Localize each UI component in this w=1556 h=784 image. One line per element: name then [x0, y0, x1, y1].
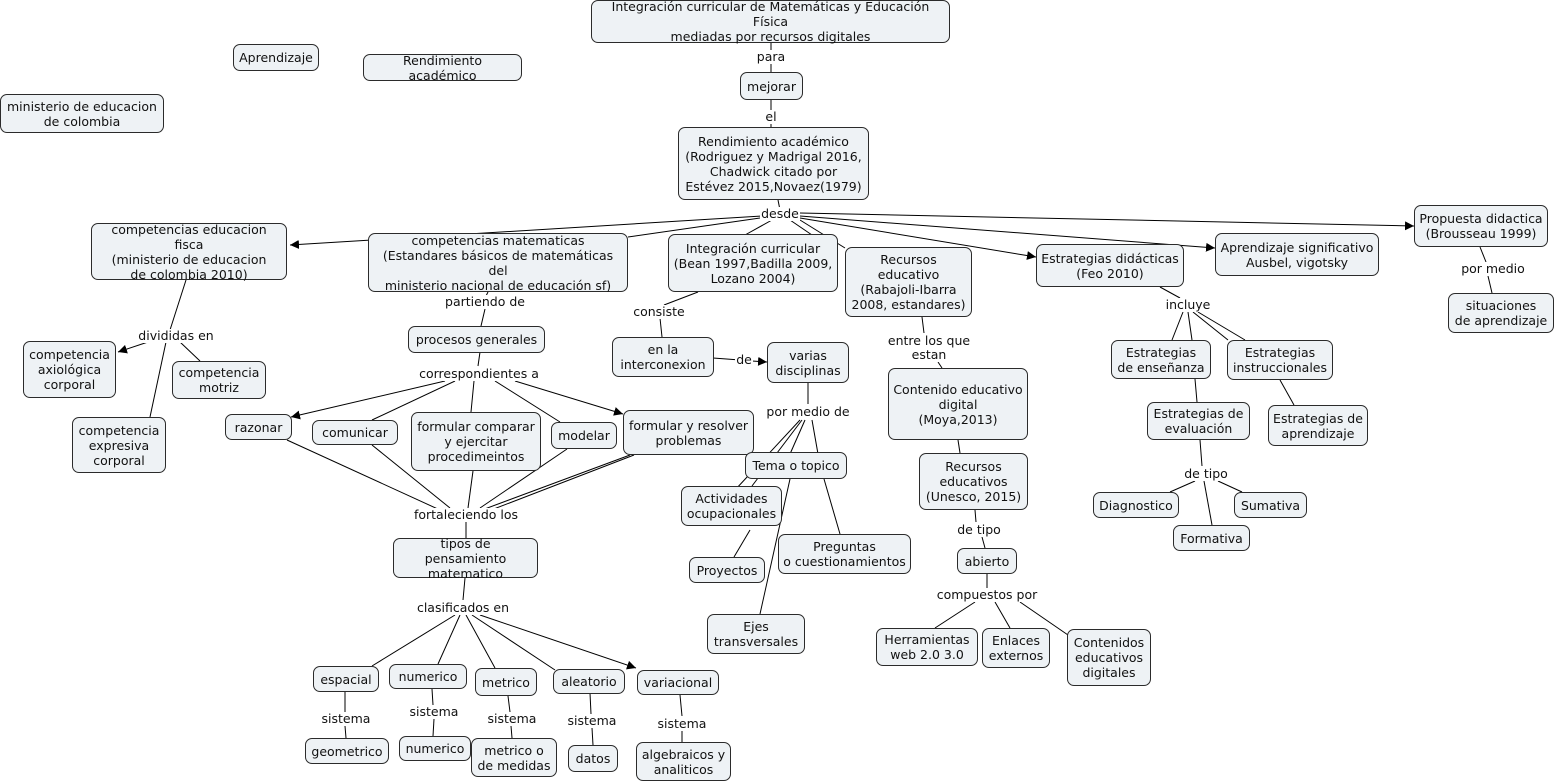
link-label-de-tipo-recursos: de tipo	[954, 523, 1004, 537]
link-label-partiendo-de: partiendo de	[444, 294, 526, 309]
comp-motriz-node[interactable]: competencia motriz	[172, 361, 266, 399]
sumativa-node[interactable]: Sumativa	[1234, 492, 1307, 518]
geometrico-node[interactable]: geometrico	[305, 738, 389, 764]
numerico-node[interactable]: numerico	[389, 664, 467, 689]
link-label-entre-los-que-estan: entre los que estan	[884, 334, 974, 362]
link-label-para: para	[756, 49, 786, 64]
link-label-fortaleciendo-los: fortaleciendo los	[410, 508, 522, 522]
rendimiento-main-node[interactable]: Rendimiento académico (Rodriguez y Madri…	[678, 127, 869, 200]
contenidos-digitales-node[interactable]: Contenidos educativos digitales	[1067, 629, 1151, 686]
link-label-clasificados-en: clasificados en	[416, 600, 510, 615]
recursos-educativo-node[interactable]: Recursos educativo (Rabajoli-Ibarra 2008…	[845, 247, 972, 317]
main-topic-node[interactable]: Integración curricular de Matemáticas y …	[591, 0, 950, 44]
datos-node[interactable]: datos	[568, 745, 618, 772]
enlaces-node[interactable]: Enlaces externos	[982, 628, 1050, 668]
link-label-compuestos-por: compuestos por	[936, 587, 1038, 602]
comp-expresiva-node[interactable]: competencia expresiva corporal	[72, 417, 166, 473]
preguntas-node[interactable]: Preguntas o cuestionamientos	[778, 534, 911, 574]
link-label-el: el	[763, 110, 779, 124]
link-label-incluye: incluye	[1163, 298, 1213, 312]
metrico-medidas-node[interactable]: metrico o de medidas	[471, 738, 557, 777]
proyectos-node[interactable]: Proyectos	[689, 557, 765, 583]
formativa-node[interactable]: Formativa	[1173, 525, 1250, 551]
mejorar-node[interactable]: mejorar	[740, 72, 803, 100]
link-label-de: de	[735, 352, 753, 367]
aleatorio-node[interactable]: aleatorio	[553, 669, 625, 694]
interconexion-node[interactable]: en la interconexion	[612, 337, 714, 377]
link-label-de-tipo-evaluacion: de tipo	[1182, 467, 1230, 481]
propuesta-didactica-node[interactable]: Propuesta didactica (Brousseau 1999)	[1414, 205, 1548, 247]
procesos-generales-node[interactable]: procesos generales	[408, 326, 545, 353]
link-label-por-medio-de: por medio de	[763, 405, 853, 419]
link-label-desde: desde	[760, 206, 800, 221]
integracion-curricular-node[interactable]: Integración curricular (Bean 1997,Badill…	[668, 234, 838, 292]
link-label-sistema-variacional: sistema	[656, 716, 708, 731]
contenido-educativo-node[interactable]: Contenido educativo digital (Moya,2013)	[888, 368, 1028, 440]
estrategias-ensenanza-node[interactable]: Estrategias de enseñanza	[1111, 340, 1211, 379]
algebraicos-node[interactable]: algebraicos y analiticos	[636, 742, 731, 781]
formular-resolver-node[interactable]: formular y resolver problemas	[623, 410, 754, 455]
razonar-node[interactable]: razonar	[225, 414, 292, 440]
rendimiento-top-node[interactable]: Rendimiento académico	[363, 53, 522, 83]
aprendizaje-significativo-node[interactable]: Aprendizaje significativo Ausbel, vigots…	[1215, 233, 1379, 276]
link-label-correspondientes-a: correspondientes a	[418, 366, 540, 381]
abierto-node[interactable]: abierto	[957, 548, 1017, 574]
formular-comparar-node[interactable]: formular comparar y ejercitar procedimei…	[411, 412, 541, 471]
recursos-unesco-node[interactable]: Recursos educativos (Unesco, 2015)	[919, 453, 1028, 510]
herramientas-node[interactable]: Herramientas web 2.0 3.0	[876, 628, 978, 666]
estrategias-instruccionales-node[interactable]: Estrategias instruccionales	[1227, 340, 1333, 380]
modelar-node[interactable]: modelar	[551, 422, 617, 449]
diagnostico-node[interactable]: Diagnostico	[1093, 492, 1179, 518]
link-label-sistema-metrico: sistema	[486, 711, 538, 726]
aprendizaje-node[interactable]: Aprendizaje	[233, 44, 319, 71]
link-label-consiste: consiste	[630, 305, 688, 319]
link-label-sistema-numerico: sistema	[408, 704, 460, 719]
situaciones-node[interactable]: situaciones de aprendizaje	[1448, 293, 1554, 333]
metrico-node[interactable]: metrico	[475, 668, 537, 696]
link-label-por-medio: por medio	[1458, 262, 1528, 276]
tema-topico-node[interactable]: Tema o topico	[745, 452, 847, 479]
estrategias-aprendizaje-node[interactable]: Estrategias de aprendizaje	[1268, 405, 1368, 446]
comp-axiologica-node[interactable]: competencia axiológica corporal	[23, 341, 116, 398]
comunicar-node[interactable]: comunicar	[312, 420, 398, 445]
estrategias-evaluacion-node[interactable]: Estrategias de evaluación	[1147, 402, 1250, 440]
numerico-system-node[interactable]: numerico	[399, 736, 471, 761]
link-label-sistema-espacial: sistema	[320, 711, 372, 726]
ministerio-node[interactable]: ministerio de educacion de colombia	[0, 94, 164, 133]
estrategias-didacticas-node[interactable]: Estrategias didácticas (Feo 2010)	[1036, 244, 1184, 287]
ejes-node[interactable]: Ejes transversales	[707, 614, 805, 654]
varias-disciplinas-node[interactable]: varias disciplinas	[767, 342, 849, 383]
link-label-sistema-aleatorio: sistema	[566, 713, 618, 728]
comp-ed-fisica-node[interactable]: competencias educacion fisca (ministerio…	[91, 222, 287, 282]
tipos-pensamiento-node[interactable]: tipos de pensamiento matematico	[393, 536, 538, 581]
espacial-node[interactable]: espacial	[313, 666, 379, 692]
link-label-divididas-en: divididas en	[136, 329, 216, 343]
actividades-node[interactable]: Actividades ocupacionales	[681, 486, 782, 526]
comp-matematicas-node[interactable]: competencias matematicas (Estandares bás…	[368, 233, 628, 293]
variacional-node[interactable]: variacional	[637, 670, 719, 695]
